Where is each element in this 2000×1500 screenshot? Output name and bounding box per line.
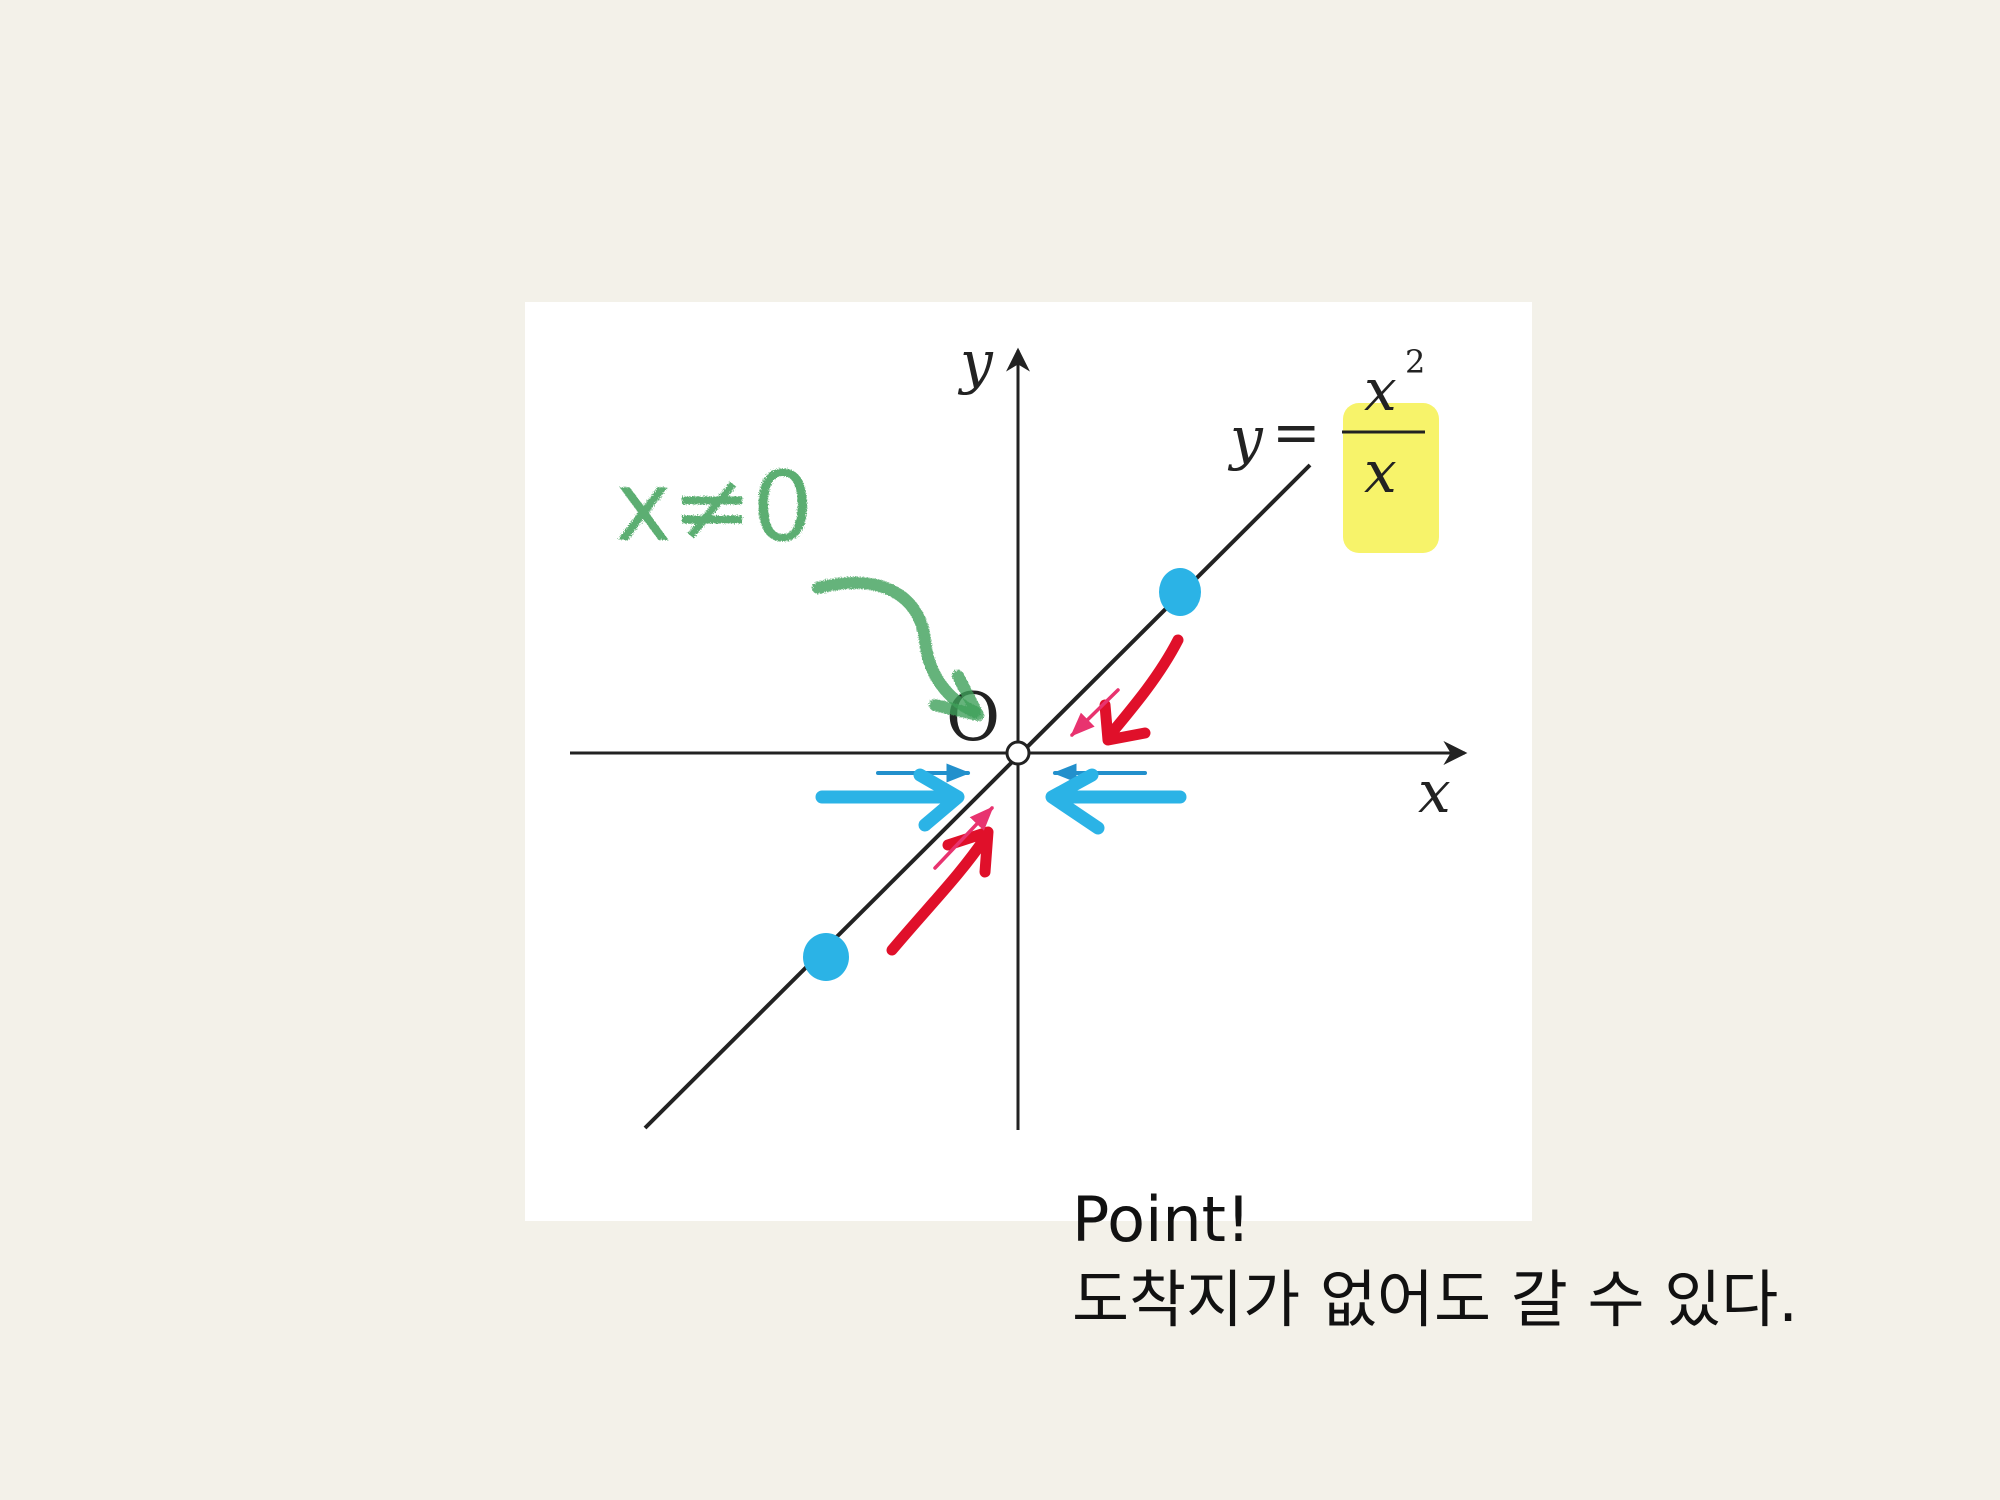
blue-thick-arrow-left bbox=[815, 768, 965, 832]
pink-arrow-lower bbox=[933, 806, 994, 870]
handwritten-note-text: x≠0 bbox=[615, 451, 813, 563]
caption-body: 도착지가 없어도 갈 수 있다. bbox=[1072, 1263, 1798, 1336]
blue-thick-arrow-right bbox=[1045, 768, 1187, 835]
handwritten-note: x≠0 bbox=[615, 451, 984, 721]
equation-denominator: x bbox=[1364, 438, 1397, 506]
equation-lhs: y bbox=[1227, 404, 1264, 472]
equation-equals: = bbox=[1272, 398, 1321, 466]
blue-arrows bbox=[815, 763, 1187, 835]
equation-exponent: 2 bbox=[1405, 343, 1425, 381]
pink-arrow-upper bbox=[1070, 688, 1120, 737]
green-arrow-head bbox=[929, 670, 984, 721]
blue-dot-upper bbox=[1159, 568, 1201, 616]
hole-point bbox=[1005, 740, 1031, 766]
equation: y = x 2 x bbox=[1227, 343, 1425, 506]
caption-title: Point! bbox=[1072, 1183, 1251, 1256]
graph-line bbox=[643, 463, 1312, 1130]
red-arrow-upper bbox=[1099, 634, 1184, 746]
red-arrows bbox=[886, 634, 1184, 956]
green-curved-arrow bbox=[812, 576, 981, 718]
equation-highlight bbox=[1343, 403, 1439, 553]
equation-numerator: x bbox=[1364, 356, 1397, 424]
x-axis-label: x bbox=[1418, 758, 1451, 826]
y-axis-label: y bbox=[957, 328, 994, 396]
caption: Point! 도착지가 없어도 갈 수 있다. bbox=[1072, 1180, 1798, 1340]
blue-dot-lower bbox=[803, 933, 849, 981]
